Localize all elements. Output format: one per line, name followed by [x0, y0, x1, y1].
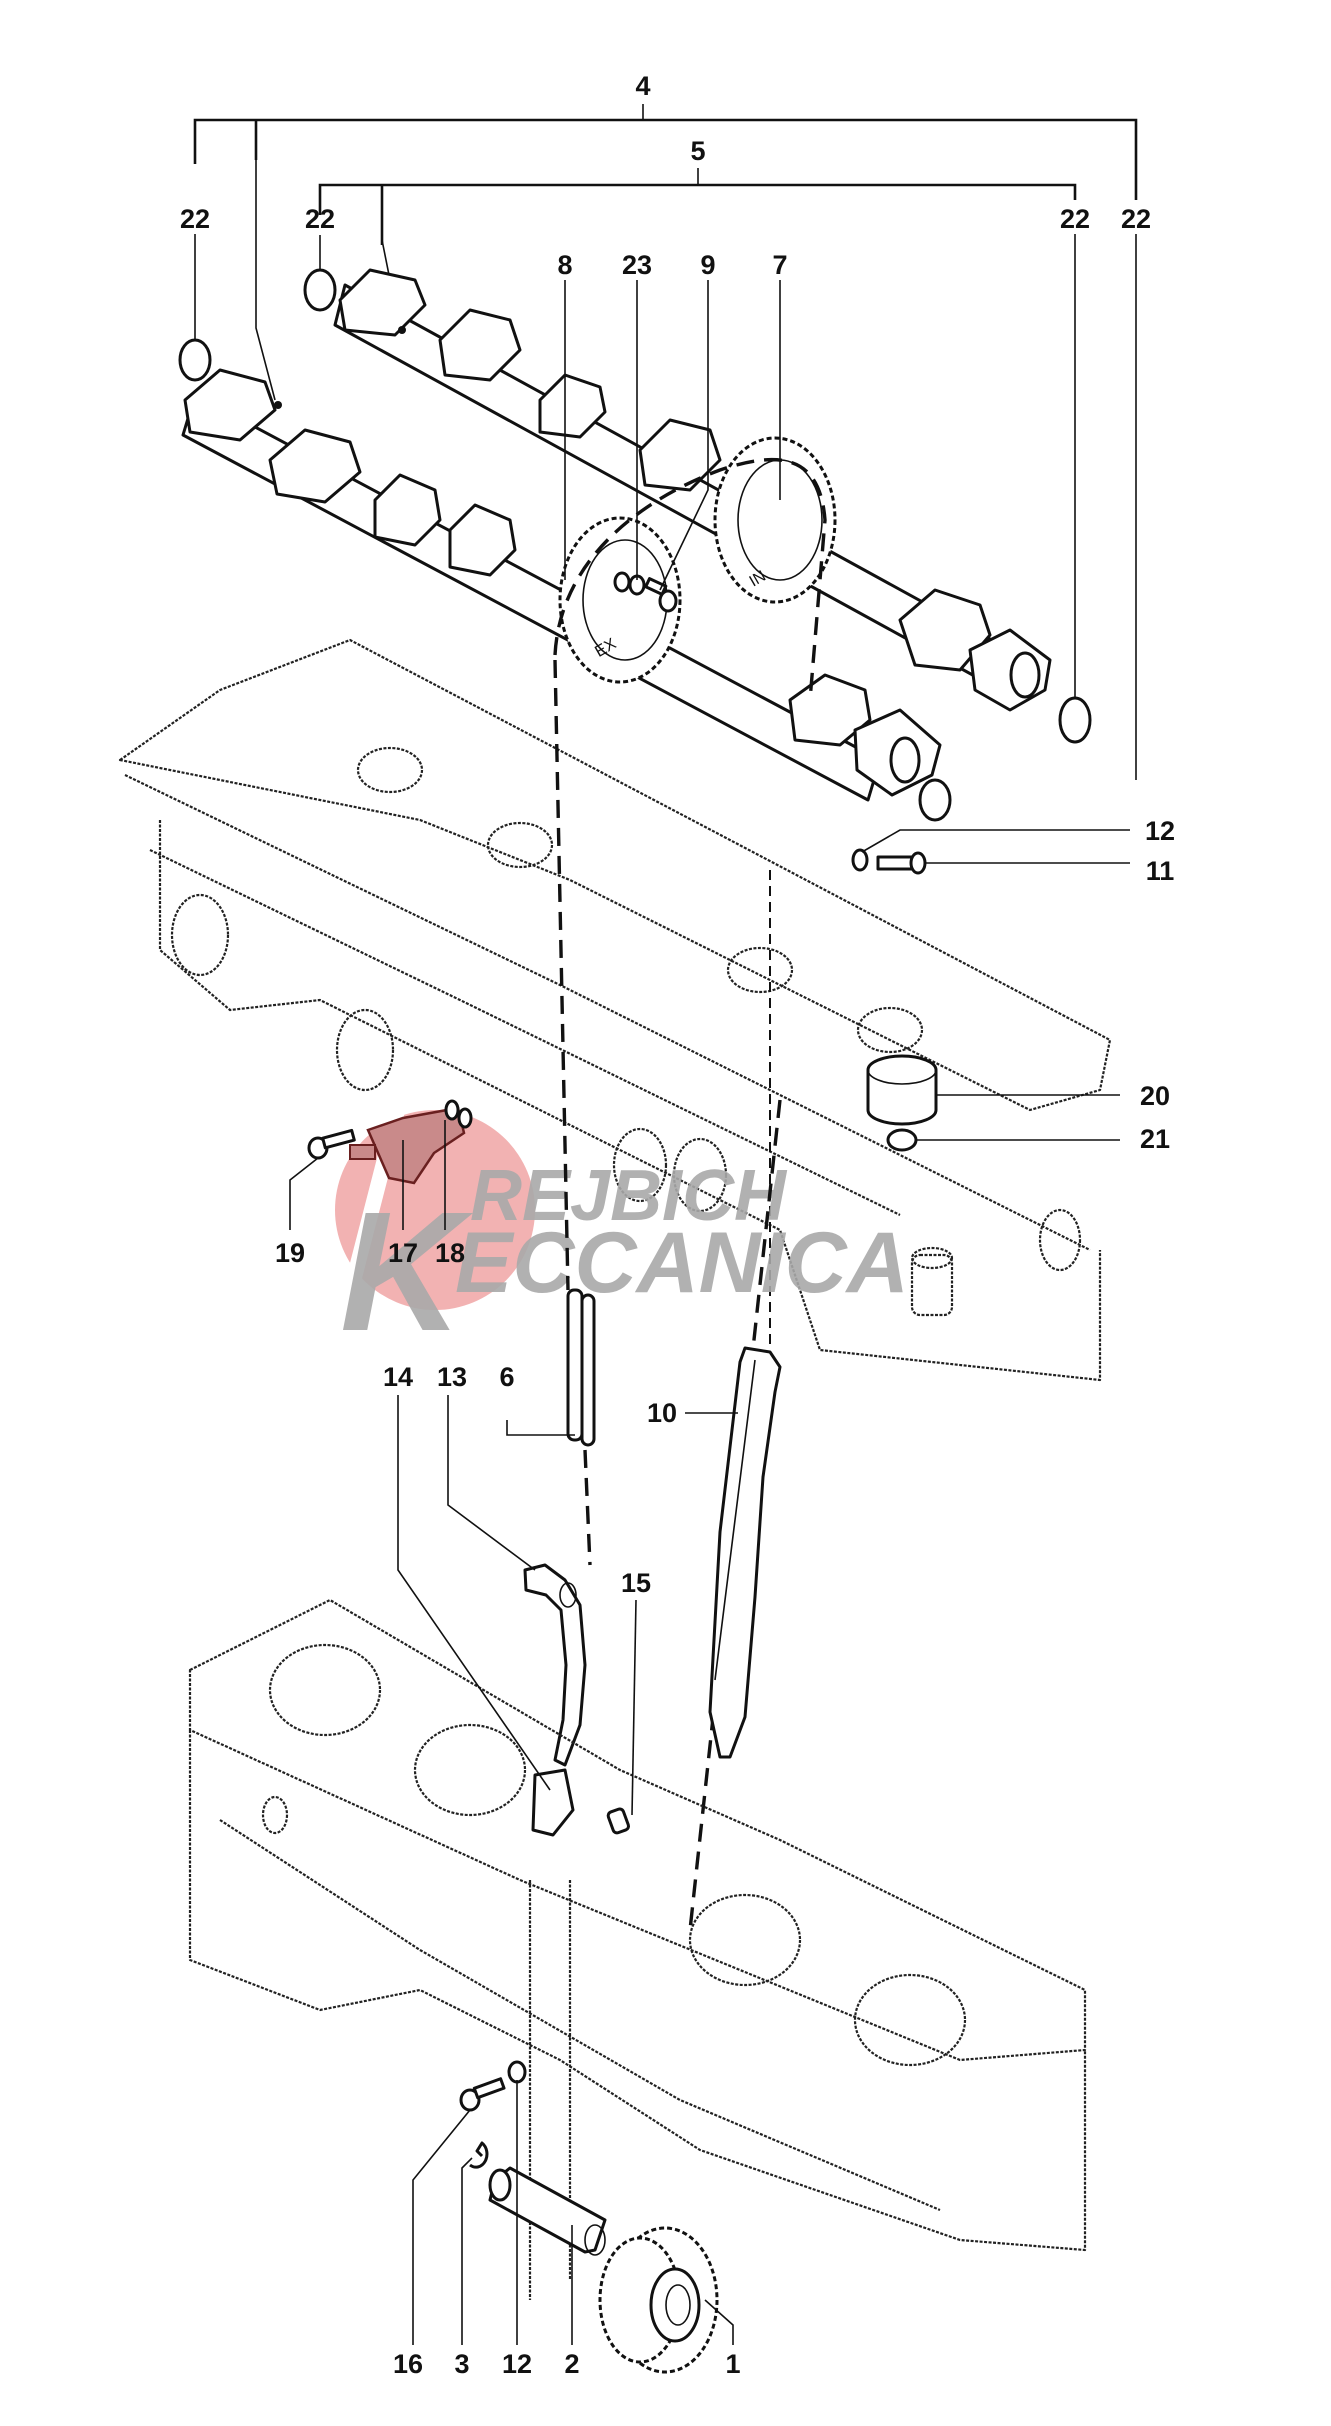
- callout-11: 11: [1146, 856, 1175, 886]
- valve-tappet: [866, 1054, 938, 1126]
- idler-shaft: [488, 2166, 607, 2256]
- camshaft-4-dot: [274, 401, 282, 409]
- watermark-line1: REJBICH: [470, 1156, 788, 1236]
- callout-15: 15: [621, 1568, 651, 1598]
- callout-9: 9: [700, 250, 715, 280]
- callout-22-d: 22: [1121, 204, 1151, 234]
- plug-22-front-right: [918, 778, 952, 822]
- chain-guide: [708, 1346, 782, 1759]
- bolt-16: [459, 2077, 506, 2112]
- callout-12-bottom: 12: [502, 2349, 532, 2379]
- sprocket-in-mark: IN: [747, 568, 769, 591]
- callout-3: 3: [454, 2349, 469, 2379]
- tensioner-arm: [523, 1563, 587, 1767]
- callout-20: 20: [1140, 1081, 1170, 1111]
- callout-22-c: 22: [1060, 204, 1090, 234]
- pivot-pin-15: [606, 1807, 630, 1835]
- intake-sprocket: IN: [713, 436, 837, 604]
- idler-gear: [598, 2226, 719, 2374]
- plug-22-rear-left: [303, 268, 337, 312]
- callout-8: 8: [557, 250, 572, 280]
- callout-23: 23: [622, 250, 652, 280]
- callout-2: 2: [564, 2349, 579, 2379]
- exhaust-camshaft: [181, 368, 942, 802]
- callout-19: 19: [275, 1238, 305, 1268]
- callout-18: 18: [435, 1238, 465, 1268]
- washer-12-top: [851, 848, 869, 872]
- bolt-11-head: [909, 851, 927, 875]
- arm-holder: [531, 1768, 575, 1837]
- bracket-4: [193, 104, 1138, 780]
- callout-7: 7: [772, 250, 787, 280]
- callout-17: 17: [388, 1238, 418, 1268]
- washer-12-bottom: [507, 2060, 527, 2084]
- watermark-line2: ECCANICA: [455, 1215, 909, 1311]
- plug-22-rear-right: [1058, 696, 1092, 744]
- callout-14: 14: [383, 1362, 413, 1392]
- exhaust-sprocket: EX: [558, 516, 682, 684]
- chain-tensioner: [349, 1099, 473, 1185]
- callout-22-a: 22: [180, 204, 210, 234]
- cylinder-block: [188, 1598, 1087, 2300]
- leader-lines: [289, 280, 1130, 2345]
- watermark-text: K REJBICH ECCANICA: [340, 1156, 909, 1367]
- plug-22-front-left: [178, 338, 212, 382]
- watermark-initial: K: [340, 1177, 474, 1367]
- callout-21: 21: [1140, 1124, 1170, 1154]
- callout-4: 4: [635, 71, 650, 101]
- chain-loop-top: [553, 457, 827, 701]
- callout-13: 13: [437, 1362, 467, 1392]
- camshaft-5-dot: [398, 326, 406, 334]
- callout-16: 16: [393, 2349, 423, 2379]
- bolt-11: [876, 855, 916, 871]
- timing-chain: [566, 1288, 596, 1566]
- callout-5: 5: [690, 136, 705, 166]
- callout-1: 1: [725, 2349, 740, 2379]
- callout-6: 6: [499, 1362, 514, 1392]
- sprocket-bolts: [613, 571, 678, 613]
- valve-shim: [886, 1128, 918, 1152]
- callout-22-b: 22: [305, 204, 335, 234]
- cylinder-head: [118, 638, 1112, 1382]
- callout-labels: 4 5 22 22 22 22 8 23 9 7 12 11 20 21 19 …: [180, 71, 1175, 2379]
- tensioner-bolt: [307, 1128, 356, 1160]
- callout-12-top: 12: [1145, 816, 1175, 846]
- circlip-3: [469, 2141, 489, 2169]
- callout-10: 10: [647, 1398, 677, 1428]
- chain-guide-dash-left: [553, 659, 570, 1291]
- intake-camshaft: [333, 268, 1052, 712]
